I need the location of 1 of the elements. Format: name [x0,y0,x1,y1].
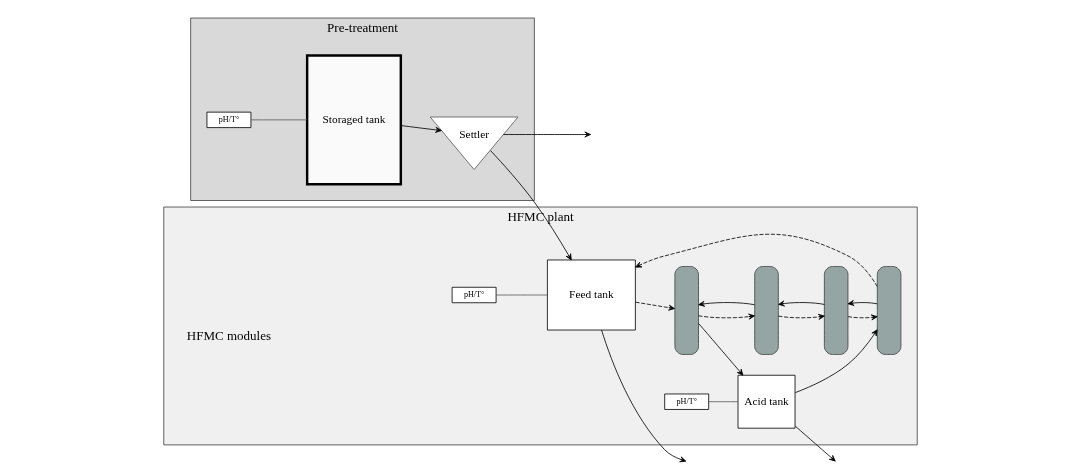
label: HFMC modules [186,327,271,343]
